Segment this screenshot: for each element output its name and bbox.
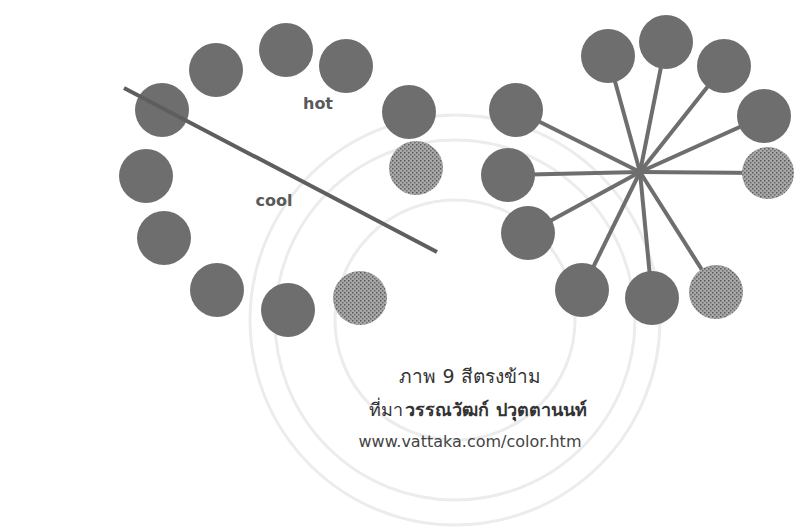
color-circle [333, 271, 387, 325]
color-circle [119, 149, 173, 203]
color-circle [261, 283, 315, 337]
seal-watermark [250, 115, 660, 525]
seal-ring [250, 115, 660, 525]
color-circle [581, 29, 635, 83]
left-wheel [119, 23, 443, 337]
author-name: วรรณวัฒก์ ปวุตตานนท์ [405, 399, 586, 421]
color-circle [189, 43, 243, 97]
color-circle [501, 206, 555, 260]
color-circle [625, 271, 679, 325]
color-circle [742, 147, 794, 199]
color-circle [697, 39, 751, 93]
cool-label: cool [256, 191, 293, 210]
color-circle [319, 39, 373, 93]
right-wheel [481, 15, 794, 325]
hot-label: hot [303, 94, 333, 113]
color-circle [137, 211, 191, 265]
color-circle [382, 85, 436, 139]
color-circle [389, 141, 443, 195]
figure-caption: ภาพ 9 สีตรงข้าม [399, 365, 540, 388]
color-circle [190, 263, 244, 317]
color-circle [489, 83, 543, 137]
color-circle [639, 15, 693, 69]
color-circle [737, 89, 791, 143]
color-circle [481, 148, 535, 202]
color-circle [259, 23, 313, 77]
source-url: www.vattaka.com/color.htm [359, 432, 582, 451]
divider-line [124, 88, 437, 252]
color-circle [689, 265, 743, 319]
color-circle [555, 263, 609, 317]
